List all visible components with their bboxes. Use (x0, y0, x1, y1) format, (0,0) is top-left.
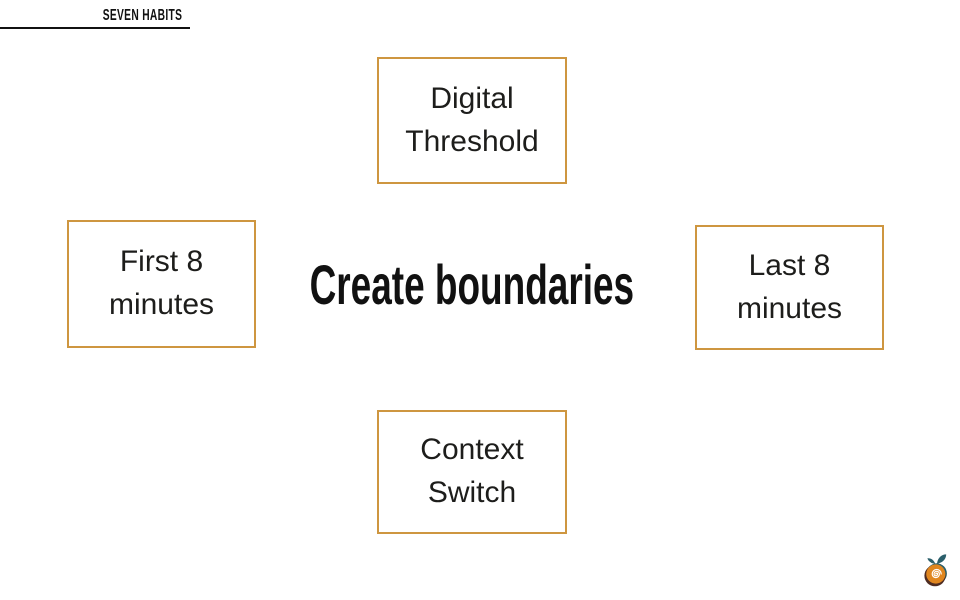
box-line: Threshold (405, 124, 539, 158)
box-context-switch: Context Switch (377, 410, 567, 534)
box-line: First 8 (119, 245, 204, 279)
box-line: Switch (427, 476, 517, 509)
box-digital-threshold: Digital Threshold (377, 57, 567, 184)
box-line: Context (420, 433, 524, 467)
header-underline (0, 27, 190, 29)
header: SEVEN HABITS (0, 0, 190, 30)
box-line: Last 8 (748, 248, 831, 282)
orange-fruit-spiral-icon (924, 554, 947, 587)
box-line: Digital (430, 81, 514, 115)
header-label: SEVEN HABITS (102, 7, 182, 24)
box-last-8-minutes: Last 8 minutes (695, 225, 884, 350)
box-line: minutes (108, 288, 215, 321)
page-title-text: Create boundaries (309, 253, 634, 316)
page-title: Create boundaries (0, 252, 943, 317)
box-first-8-minutes: First 8 minutes (67, 220, 256, 348)
box-line: minutes (736, 291, 843, 325)
